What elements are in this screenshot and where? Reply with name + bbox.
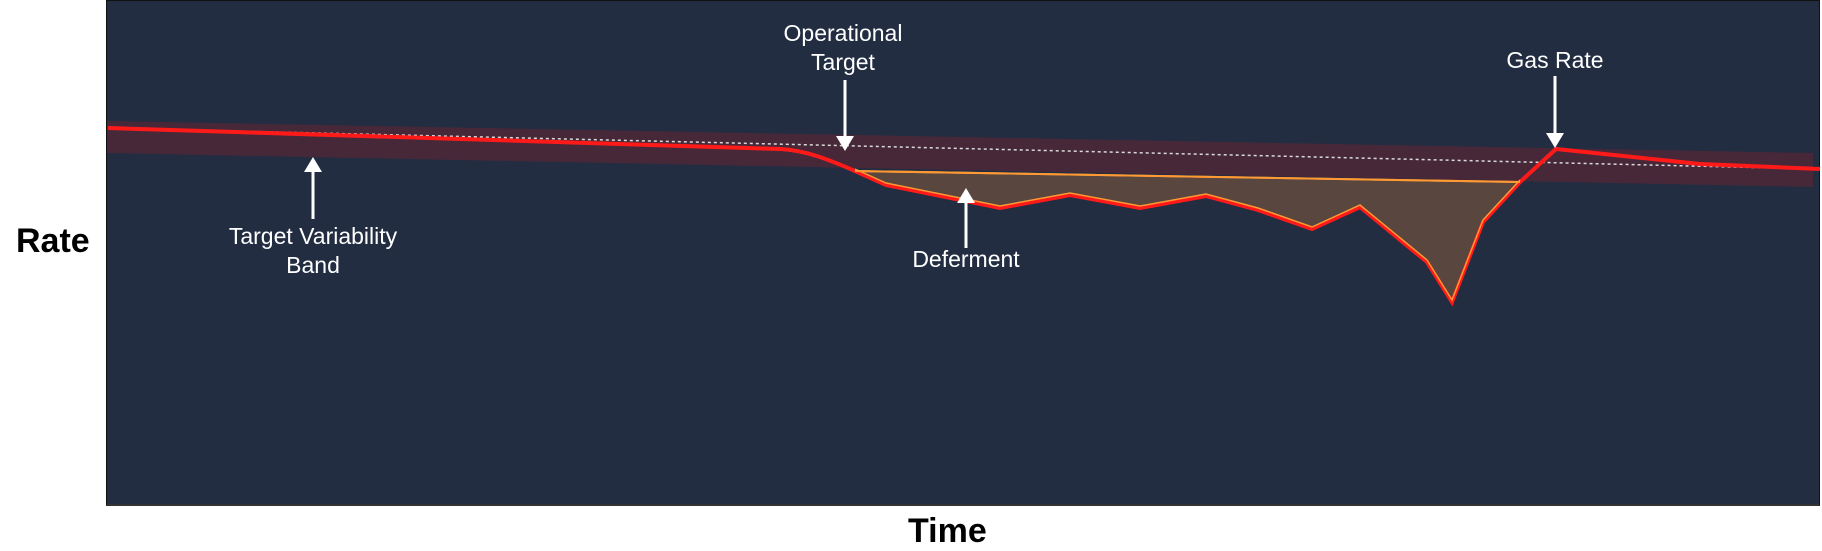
operational-target-line xyxy=(107,127,1817,170)
operational-target-label-line1: Operational xyxy=(783,20,903,46)
band-label: Target Variability Band xyxy=(229,222,397,280)
plot-area xyxy=(106,0,1820,506)
operational-target-label-line2: Target xyxy=(811,49,875,75)
operational-target-arrow-icon xyxy=(836,80,854,151)
operational-target-label: Operational Target xyxy=(784,19,903,77)
deferment-top-edge xyxy=(854,170,1521,183)
gas-rate-label: Gas Rate xyxy=(1506,47,1604,73)
deferment-label: Deferment xyxy=(912,246,1020,272)
band-label-line1: Target Variability xyxy=(228,223,398,249)
deferment-area xyxy=(854,170,1523,305)
band-arrow-icon xyxy=(304,157,322,219)
deferment-arrow-icon xyxy=(957,188,975,248)
gas-rate-arrow-icon xyxy=(1546,76,1564,148)
band-label-line2: Band xyxy=(286,252,340,278)
y-axis-label: Rate xyxy=(16,222,90,260)
x-axis-label: Time xyxy=(908,512,987,550)
deferment-edge xyxy=(854,168,1521,302)
target-variability-band xyxy=(107,121,1813,187)
